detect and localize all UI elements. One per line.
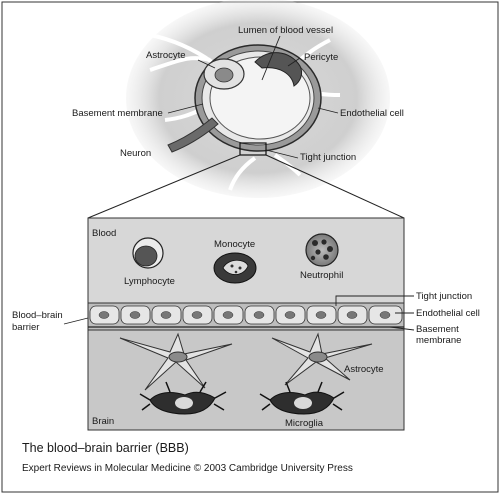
lymphocyte-cell	[132, 237, 164, 269]
label-basement-line2: membrane	[416, 335, 461, 346]
tight-junction-box	[239, 142, 267, 156]
vessel-cross-section	[126, 0, 390, 198]
label-astrocyte-top: Astrocyte	[146, 50, 186, 61]
pericyte-shape	[254, 52, 303, 87]
label-endothelial-top: Endothelial cell	[340, 108, 404, 119]
label-astrocyte-detail: Astrocyte	[344, 364, 384, 375]
top-leaders	[167, 35, 339, 159]
neuron-shape	[167, 117, 219, 153]
astrocyte-right	[271, 332, 373, 386]
label-pericyte: Pericyte	[304, 52, 338, 63]
figure-caption: The blood–brain barrier (BBB)	[22, 441, 189, 455]
astrocyte-left	[119, 332, 233, 391]
monocyte-cell	[213, 252, 257, 284]
label-lumen: Lumen of blood vessel	[238, 25, 333, 36]
label-basement-line1: Basement	[416, 324, 459, 335]
label-endothelial-detail: Endothelial cell	[416, 308, 480, 319]
neutrophil-cell	[305, 233, 339, 267]
label-monocyte: Monocyte	[214, 239, 255, 250]
label-neutrophil: Neutrophil	[300, 270, 343, 281]
zoom-line-right	[265, 154, 405, 219]
endothelial-row	[88, 305, 404, 328]
label-lymphocyte: Lymphocyte	[124, 276, 175, 287]
label-microglia: Microglia	[285, 418, 324, 429]
detail-panel	[87, 217, 405, 431]
microglia-right	[259, 381, 345, 415]
label-neuron: Neuron	[120, 148, 151, 159]
detail-leaders	[63, 295, 415, 331]
brain-region	[87, 329, 405, 431]
label-blood: Blood	[92, 228, 116, 239]
label-bbb-line1: Blood–brain	[12, 310, 63, 321]
microglia-left	[139, 381, 227, 415]
zoom-line-left	[87, 154, 241, 219]
label-brain: Brain	[92, 416, 114, 427]
label-basement-membrane-top: Basement membrane	[72, 108, 163, 119]
astrocyte-nucleus	[214, 67, 234, 83]
figure-credit: Expert Reviews in Molecular Medicine © 2…	[22, 463, 353, 474]
label-bbb-line2: barrier	[12, 322, 39, 333]
label-tight-junction-detail: Tight junction	[416, 291, 472, 302]
label-tight-junction-top: Tight junction	[300, 152, 356, 163]
